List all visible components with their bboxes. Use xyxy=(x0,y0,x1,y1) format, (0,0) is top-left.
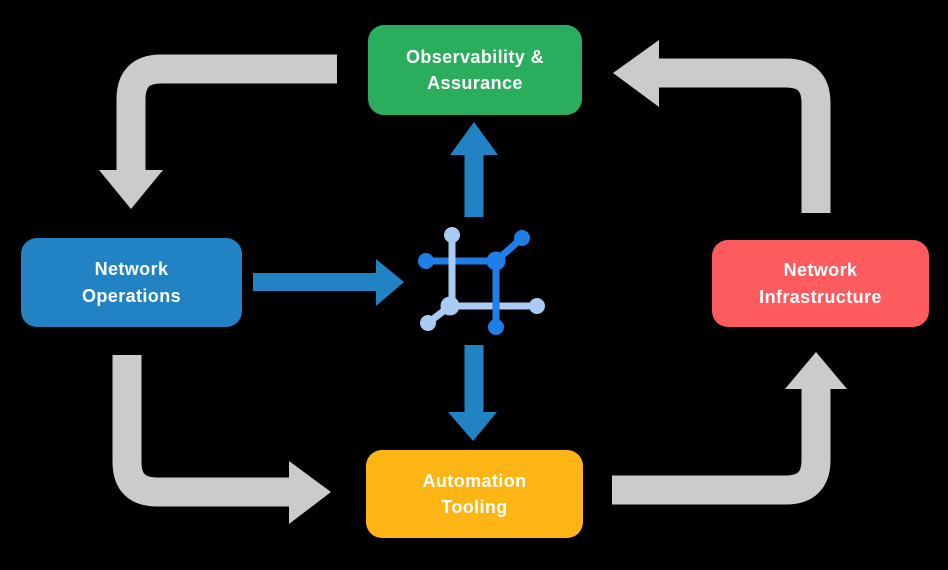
node-observability-assurance-label: Observability & Assurance xyxy=(405,46,545,93)
node-network-infrastructure-label: Network Infrastructure xyxy=(759,260,882,307)
network-fabric-icon xyxy=(418,227,545,335)
arrow-automation-to-infrastructure xyxy=(612,352,847,505)
arrow-operations-to-center xyxy=(253,259,404,306)
arrow-observability-to-operations xyxy=(99,54,337,209)
node-network-operations-label: Network Operations xyxy=(81,259,182,306)
node-automation-tooling-label: Automation Tooling xyxy=(422,470,527,517)
arrow-operations-to-automation xyxy=(112,355,331,524)
arrow-infrastructure-to-observability xyxy=(613,40,831,213)
arrow-center-to-observability xyxy=(450,122,498,217)
node-observability-assurance: Observability & Assurance xyxy=(368,25,582,115)
arrow-center-to-automation xyxy=(448,345,497,441)
node-automation-tooling: Automation Tooling xyxy=(366,450,583,538)
node-network-infrastructure: Network Infrastructure xyxy=(712,240,929,327)
node-network-operations: Network Operations xyxy=(21,238,242,327)
